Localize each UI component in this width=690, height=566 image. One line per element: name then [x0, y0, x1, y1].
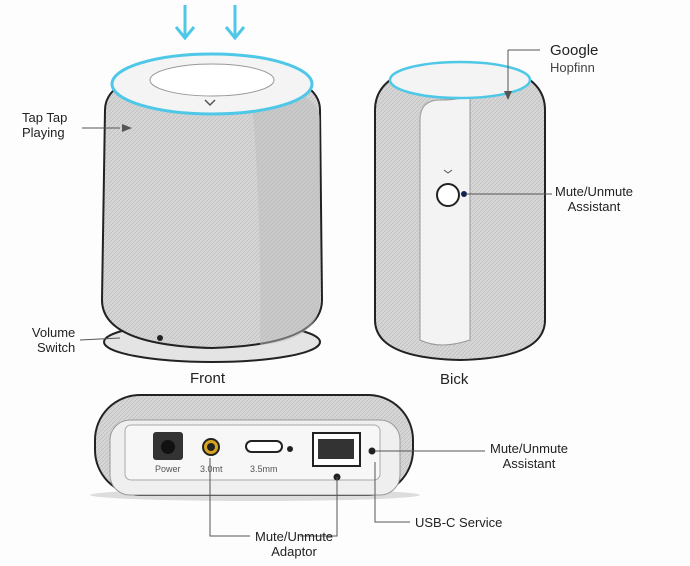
label-line: Mute/Unmute	[490, 441, 569, 456]
down-arrow-icon	[174, 5, 246, 41]
label-line: Assistant	[567, 199, 621, 214]
label-usb-service: USB-C Service	[415, 515, 503, 530]
port-label-aux: 3.0mt	[200, 464, 223, 474]
label-line: Tap Tap	[22, 110, 68, 125]
caption-front: Front	[190, 370, 226, 387]
base-unit	[90, 394, 485, 537]
label-line: Playing	[22, 125, 65, 140]
label-line: Adaptor	[271, 544, 317, 559]
label-line: Mute/Unmute	[255, 529, 334, 544]
port-label-usbc: 3.5mm	[250, 464, 278, 474]
back-speaker	[374, 49, 552, 362]
front-speaker	[79, 52, 324, 363]
label-line: Hopfinn	[550, 60, 595, 75]
label-line: Assistant	[502, 456, 556, 471]
label-line: Mute/Unmute	[555, 184, 634, 199]
label-line: Switch	[37, 340, 76, 355]
port-label-power: Power	[155, 464, 181, 474]
label-line: Volume	[31, 325, 76, 340]
caption-back: Bick	[440, 371, 469, 388]
label-line: Google	[550, 42, 599, 59]
